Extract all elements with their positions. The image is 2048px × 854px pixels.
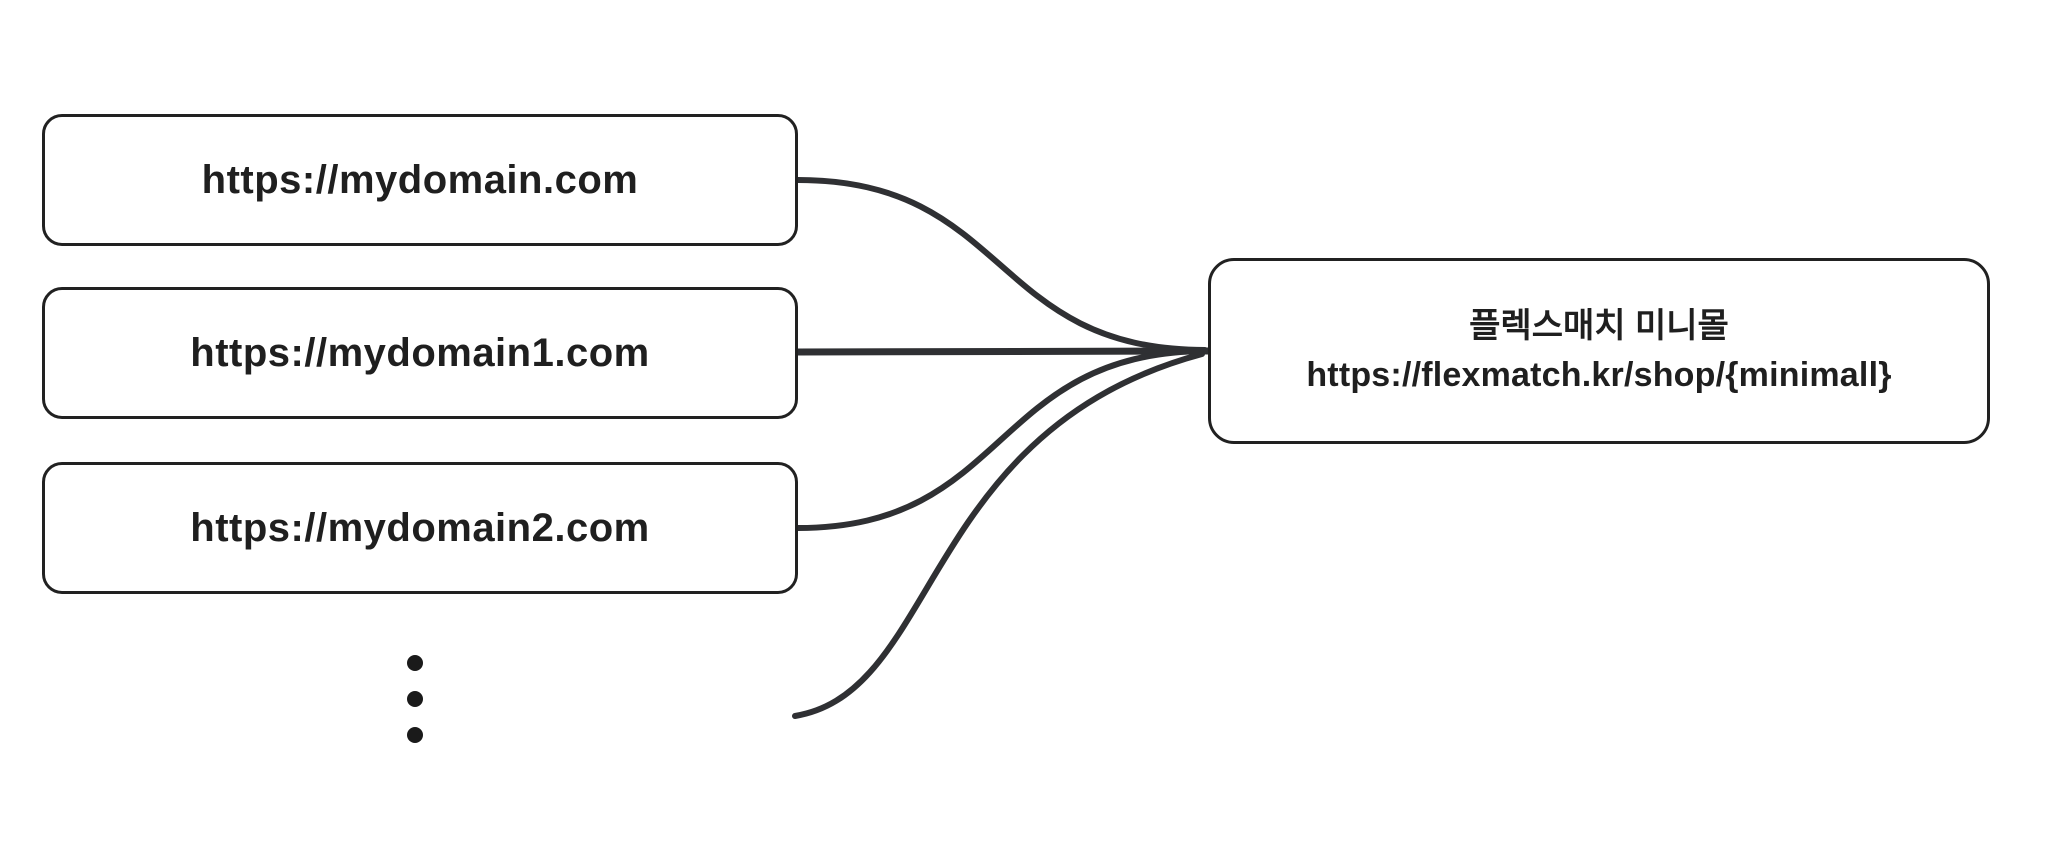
source-node-mydomain: https://mydomain.com <box>42 114 798 246</box>
source-node-mydomain1: https://mydomain1.com <box>42 287 798 419</box>
ellipsis-dot <box>407 691 423 707</box>
more-domains-ellipsis <box>407 655 423 743</box>
edge-mydomain1-to-minimall <box>794 347 1212 356</box>
target-node-title: 플렉스매치 미니몰 <box>1469 306 1729 345</box>
ellipsis-dot <box>407 655 423 671</box>
target-node-flexmatch-minimall: 플렉스매치 미니몰 https://flexmatch.kr/shop/{min… <box>1208 258 1990 444</box>
ellipsis-dot <box>407 727 423 743</box>
source-node-mydomain2: https://mydomain2.com <box>42 462 798 594</box>
target-node-url: https://flexmatch.kr/shop/{minimall} <box>1306 356 1892 394</box>
edge-more-domains-to-minimall <box>792 351 1205 719</box>
source-node-label: https://mydomain.com <box>201 157 639 202</box>
source-node-label: https://mydomain1.com <box>190 330 650 375</box>
source-node-label: https://mydomain2.com <box>190 505 650 550</box>
edge-mydomain2-to-minimall <box>795 348 1208 531</box>
edge-mydomain-to-minimall <box>795 177 1208 353</box>
